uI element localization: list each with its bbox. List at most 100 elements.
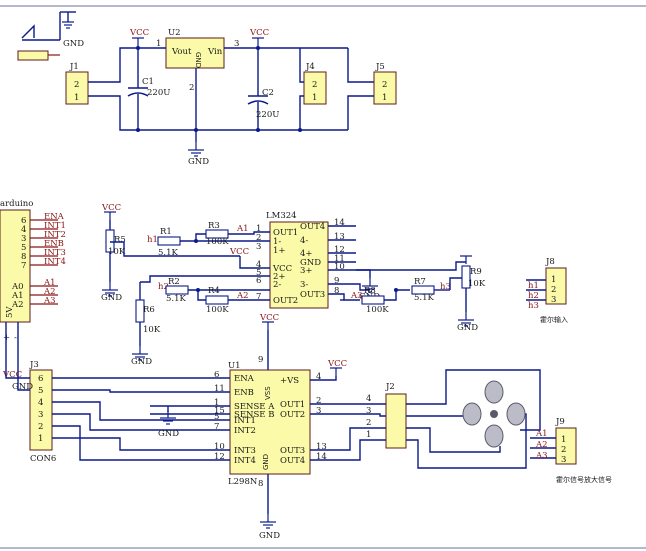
j3-pin-1: 5 <box>38 386 43 396</box>
svg-text:10K: 10K <box>468 279 486 289</box>
svg-text:2: 2 <box>74 80 79 90</box>
svg-text:A3: A3 <box>350 291 363 301</box>
lm324-left-pin-name-2: 1+ <box>273 246 286 256</box>
vcc-label-c2: VCC <box>249 28 269 38</box>
l298-right-pin-num-2: 3 <box>316 406 321 416</box>
svg-text:-: - <box>14 333 17 343</box>
l298-right-pin-name-3: OUT3 <box>280 446 305 456</box>
svg-text:3: 3 <box>551 295 556 305</box>
jack-gnd-label: GND <box>63 39 84 49</box>
svg-text:1: 1 <box>74 93 79 103</box>
svg-text:A2: A2 <box>236 291 249 301</box>
l298-right-pin-name-4: OUT4 <box>280 456 305 466</box>
svg-text:CON6: CON6 <box>30 454 56 464</box>
lm324-right-pin-name-2: 4+ <box>300 249 313 259</box>
svg-text:5.1K: 5.1K <box>158 248 179 258</box>
svg-text:A2: A2 <box>535 440 548 450</box>
lm324-left-pin-name-6: OUT2 <box>273 296 298 306</box>
svg-text:GND: GND <box>12 382 33 392</box>
power-section: GND J1 2 1 U2 Vout Vin GND 1 3 2 VCC VCC <box>17 11 397 167</box>
svg-text:J3: J3 <box>29 360 39 370</box>
l298-left-pin-num-6: 10 <box>214 442 225 452</box>
j3-pin-3: 3 <box>38 410 43 420</box>
svg-text:GND: GND <box>158 429 179 439</box>
svg-text:220U: 220U <box>147 88 170 98</box>
svg-text:R2: R2 <box>168 277 180 287</box>
svg-text:2: 2 <box>189 83 194 93</box>
l298-left-pin-num-7: 12 <box>214 452 225 462</box>
arduino-pin-2: 3 <box>21 234 26 244</box>
j3-pin-2: 4 <box>38 398 43 408</box>
svg-text:J4: J4 <box>305 62 315 72</box>
svg-text:A3: A3 <box>535 451 548 461</box>
arduino-net-6: A1 <box>43 278 56 288</box>
lm324-left-pin-num-5: 6 <box>256 276 261 286</box>
j1-connector: J1 2 1 <box>65 62 89 105</box>
j3-pin-4: 2 <box>38 422 43 432</box>
jack-plug <box>17 50 49 61</box>
svg-text:1: 1 <box>551 275 556 285</box>
svg-text:5.1K: 5.1K <box>414 293 435 303</box>
svg-text:R1: R1 <box>160 227 172 237</box>
svg-text:R5: R5 <box>114 235 126 245</box>
svg-text:GND: GND <box>101 293 122 303</box>
l298-right-pin-num-0: 4 <box>316 372 321 382</box>
j4-connector: J4 2 1 <box>303 62 327 105</box>
svg-text:2: 2 <box>366 418 371 428</box>
svg-text:A1: A1 <box>535 429 548 439</box>
svg-text:VSS: VSS <box>264 386 272 400</box>
lm324-right-pin-name-3: GND <box>300 258 321 268</box>
l298-left-pin-name-7: INT4 <box>234 456 256 466</box>
lm324-right-pin-name-0: OUT4 <box>300 222 325 232</box>
svg-text:Vin: Vin <box>207 47 223 57</box>
u2-regulator: U2 Vout Vin GND 1 3 2 <box>156 28 239 93</box>
svg-text:C2: C2 <box>262 88 274 98</box>
svg-text:220U: 220U <box>256 110 279 120</box>
svg-text:GND: GND <box>457 323 478 333</box>
svg-text:10K: 10K <box>143 325 161 335</box>
lm324-right-pin-num-5: 9 <box>334 276 339 286</box>
svg-text:L298N: L298N <box>228 477 258 487</box>
svg-text:GND: GND <box>194 52 202 68</box>
l298-left-pin-name-2: SENSE A <box>234 402 275 412</box>
lm324-left-pin-name-1: 1- <box>273 237 281 247</box>
comparator-left-network: VCC R5 10K GND VCC h1 R1 5.1K R3 100K A1… <box>101 203 270 367</box>
dc-jack: GND <box>17 11 84 61</box>
svg-text:h1: h1 <box>528 281 539 291</box>
u2-label: U2 <box>168 28 181 38</box>
svg-text:h3: h3 <box>440 282 451 292</box>
lm324-left-pin-name-4: 2+ <box>273 272 286 282</box>
arduino-pin-6: A0 <box>11 282 24 292</box>
svg-text:h2: h2 <box>158 282 169 292</box>
svg-text:3: 3 <box>561 455 566 465</box>
lm324-left-pin-num-6: 7 <box>256 292 261 302</box>
lm324-right-pin-name-6: OUT3 <box>300 290 325 300</box>
svg-text:R9: R9 <box>470 267 482 277</box>
l298-right-pin-num-4: 14 <box>316 452 327 462</box>
lm324-label: LM324 <box>266 211 297 221</box>
l298-left-pin-num-1: 11 <box>214 384 225 394</box>
svg-text:VCC: VCC <box>229 247 249 257</box>
lm324-right-pin-name-1: 4- <box>300 236 308 246</box>
l298-left-pin-name-0: ENA <box>234 374 255 384</box>
svg-text:J5: J5 <box>375 62 385 72</box>
c2-capacitor: C2 220U <box>247 88 279 130</box>
l298-left-pin-num-3: 15 <box>214 406 225 416</box>
svg-text:1: 1 <box>312 93 317 103</box>
arduino-net-5: INT4 <box>44 257 66 267</box>
j3-pin-5: 1 <box>38 434 43 444</box>
j2-connector: J2 4 3 2 1 <box>366 382 407 449</box>
j9-connector: J9 1 2 3 A1 A2 A3 霍尔信号放大信号 <box>530 417 612 484</box>
j1-label: J1 <box>69 62 79 72</box>
svg-text:5V: 5V <box>5 306 15 318</box>
lm324-left-pin-num-2: 3 <box>256 242 261 252</box>
j5-connector: J5 2 1 <box>373 62 397 105</box>
svg-text:A1: A1 <box>236 224 249 234</box>
svg-text:h1: h1 <box>147 235 158 245</box>
svg-text:h2: h2 <box>528 291 539 301</box>
arduino-pin-0: 6 <box>21 216 26 226</box>
l298-right-pin-name-1: OUT1 <box>280 400 305 410</box>
svg-text:GND: GND <box>259 531 280 541</box>
svg-text:9: 9 <box>258 355 263 365</box>
